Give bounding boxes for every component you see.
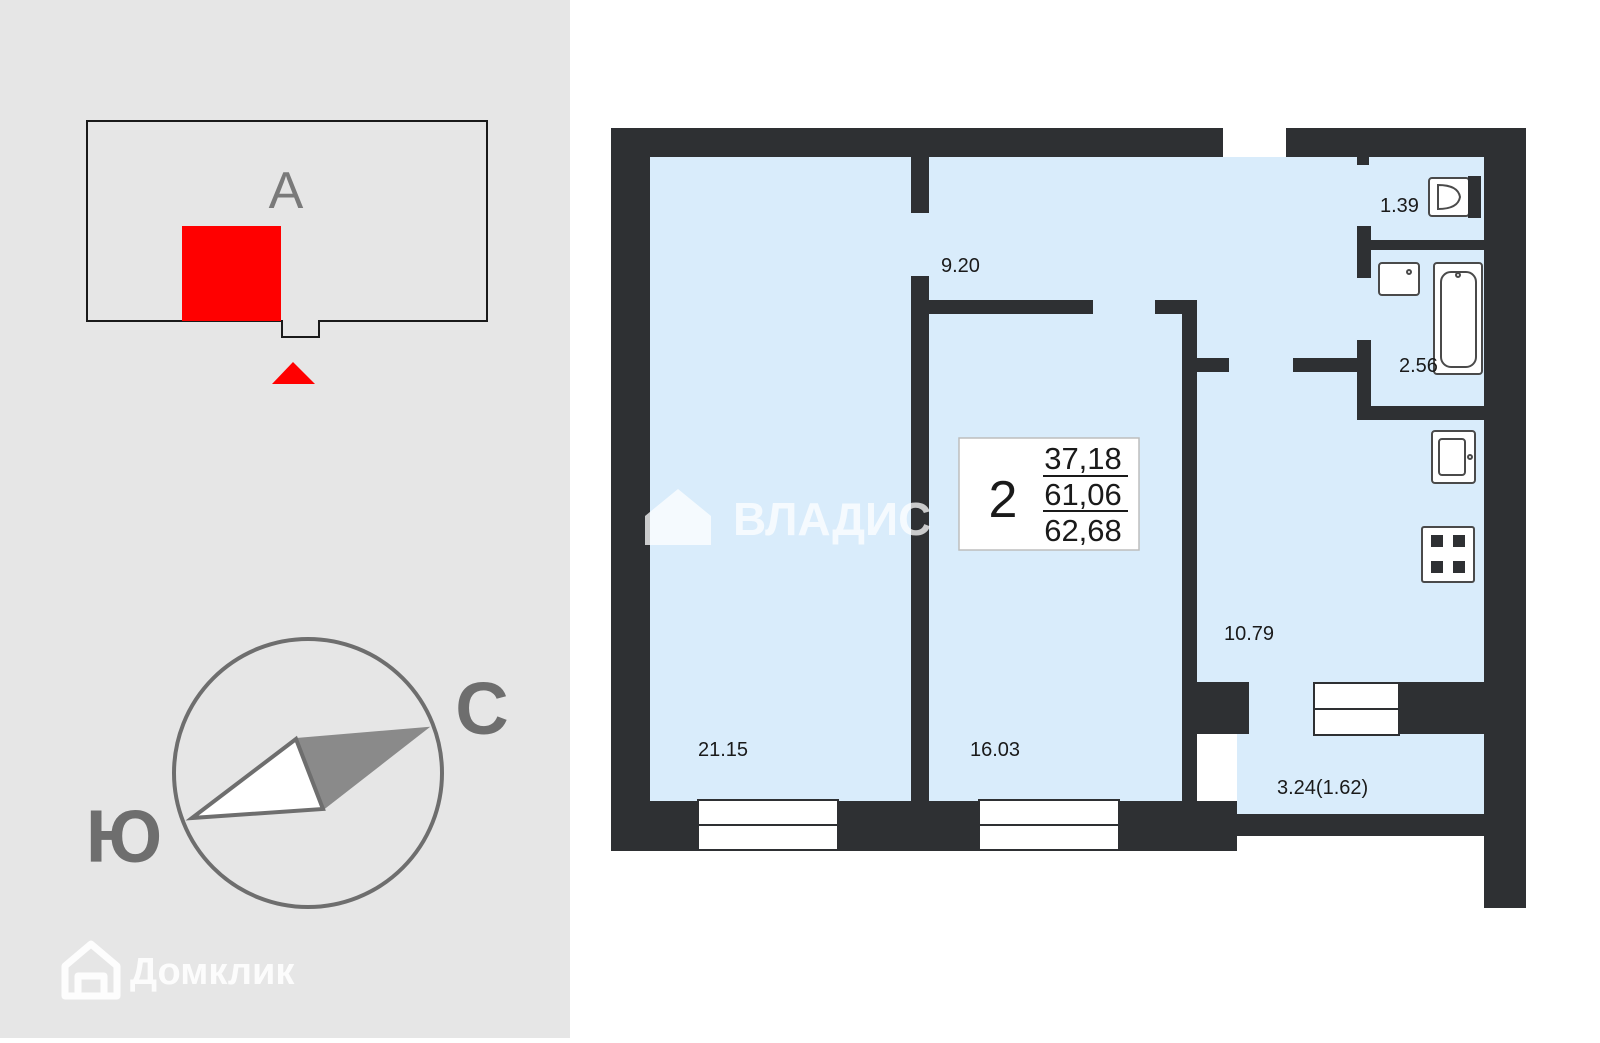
compass-south-label: Ю xyxy=(86,795,162,878)
wall-room-middle-top xyxy=(929,300,1093,314)
apartment-location-marker xyxy=(182,226,281,321)
wall-toilet-bottom xyxy=(1365,240,1484,250)
room-middle-area: 16.03 xyxy=(970,739,1020,761)
total-with-balcony-area: 62,68 xyxy=(1044,513,1122,548)
hallway-area: 9.20 xyxy=(941,255,980,277)
domclick-watermark: Домклик xyxy=(61,940,295,1000)
wall-bath-left-lower xyxy=(1357,340,1371,418)
vladis-watermark: ВЛАДИС xyxy=(645,489,931,545)
toilet-area: 1.39 xyxy=(1380,195,1419,217)
house-logo-icon xyxy=(61,940,121,1000)
floors xyxy=(650,157,1484,814)
total-area: 61,06 xyxy=(1044,477,1122,512)
living-area: 37,18 xyxy=(1044,441,1122,476)
room-large-area: 21.15 xyxy=(698,739,748,761)
bathtub-icon xyxy=(1433,262,1483,375)
wall-partition-vertical-b xyxy=(911,276,929,801)
compass-circle xyxy=(172,637,444,909)
building-outline xyxy=(86,120,488,338)
entrance-arrow-icon xyxy=(272,362,315,384)
fixtures xyxy=(1378,176,1483,583)
floor-plan-panel: 21.15 16.03 9.20 1.39 2.56 10.79 3.24(1.… xyxy=(570,0,1600,1038)
wall-top-left xyxy=(611,128,1223,157)
windows xyxy=(697,682,1400,851)
bathroom-area: 2.56 xyxy=(1399,355,1438,377)
section-letter: А xyxy=(269,162,304,220)
floor-room-middle xyxy=(929,307,1182,801)
wall-corridor-stub xyxy=(1197,358,1229,372)
vladis-logo-text: ВЛАДИС xyxy=(733,493,931,545)
compass: С Ю xyxy=(86,637,509,909)
rooms-count: 2 xyxy=(989,471,1018,529)
kitchen-sink-icon xyxy=(1431,430,1476,484)
wall-partition-vertical-a xyxy=(911,157,929,213)
floor-plan-svg: 21.15 16.03 9.20 1.39 2.56 10.79 3.24(1.… xyxy=(611,128,1526,908)
key-plan-svg: А С Ю Домклик xyxy=(61,120,509,1000)
stove-icon xyxy=(1421,526,1475,583)
key-plan-panel: А С Ю Домклик xyxy=(0,0,570,1038)
wall-bath-left-upper xyxy=(1357,226,1371,278)
vladis-house-icon xyxy=(645,489,711,545)
wall-right xyxy=(1484,128,1526,908)
apartment-info-box: 2 37,18 61,06 62,68 xyxy=(958,437,1140,551)
wall-bath-bottom xyxy=(1357,406,1484,420)
wall-kitchen-top xyxy=(1293,358,1365,372)
wall-kitchen-bottom-right xyxy=(1399,682,1484,734)
sink-icon xyxy=(1378,262,1420,296)
toilet-icon xyxy=(1428,176,1481,218)
wall-kitchen-bottom-stub xyxy=(1197,682,1249,734)
kitchen-area: 10.79 xyxy=(1224,623,1274,645)
domclick-logo-text: Домклик xyxy=(130,951,295,993)
wall-corridor-left xyxy=(1182,300,1197,801)
balcony-area: 3.24(1.62) xyxy=(1277,777,1368,799)
compass-needle-south-icon xyxy=(185,735,326,821)
walls xyxy=(611,128,1526,908)
compass-north-label: С xyxy=(455,667,508,750)
floor-room-large xyxy=(650,157,911,801)
wall-left xyxy=(611,128,650,851)
wall-balcony-bottom xyxy=(1237,814,1484,836)
wall-toilet-left-stub xyxy=(1357,157,1369,165)
